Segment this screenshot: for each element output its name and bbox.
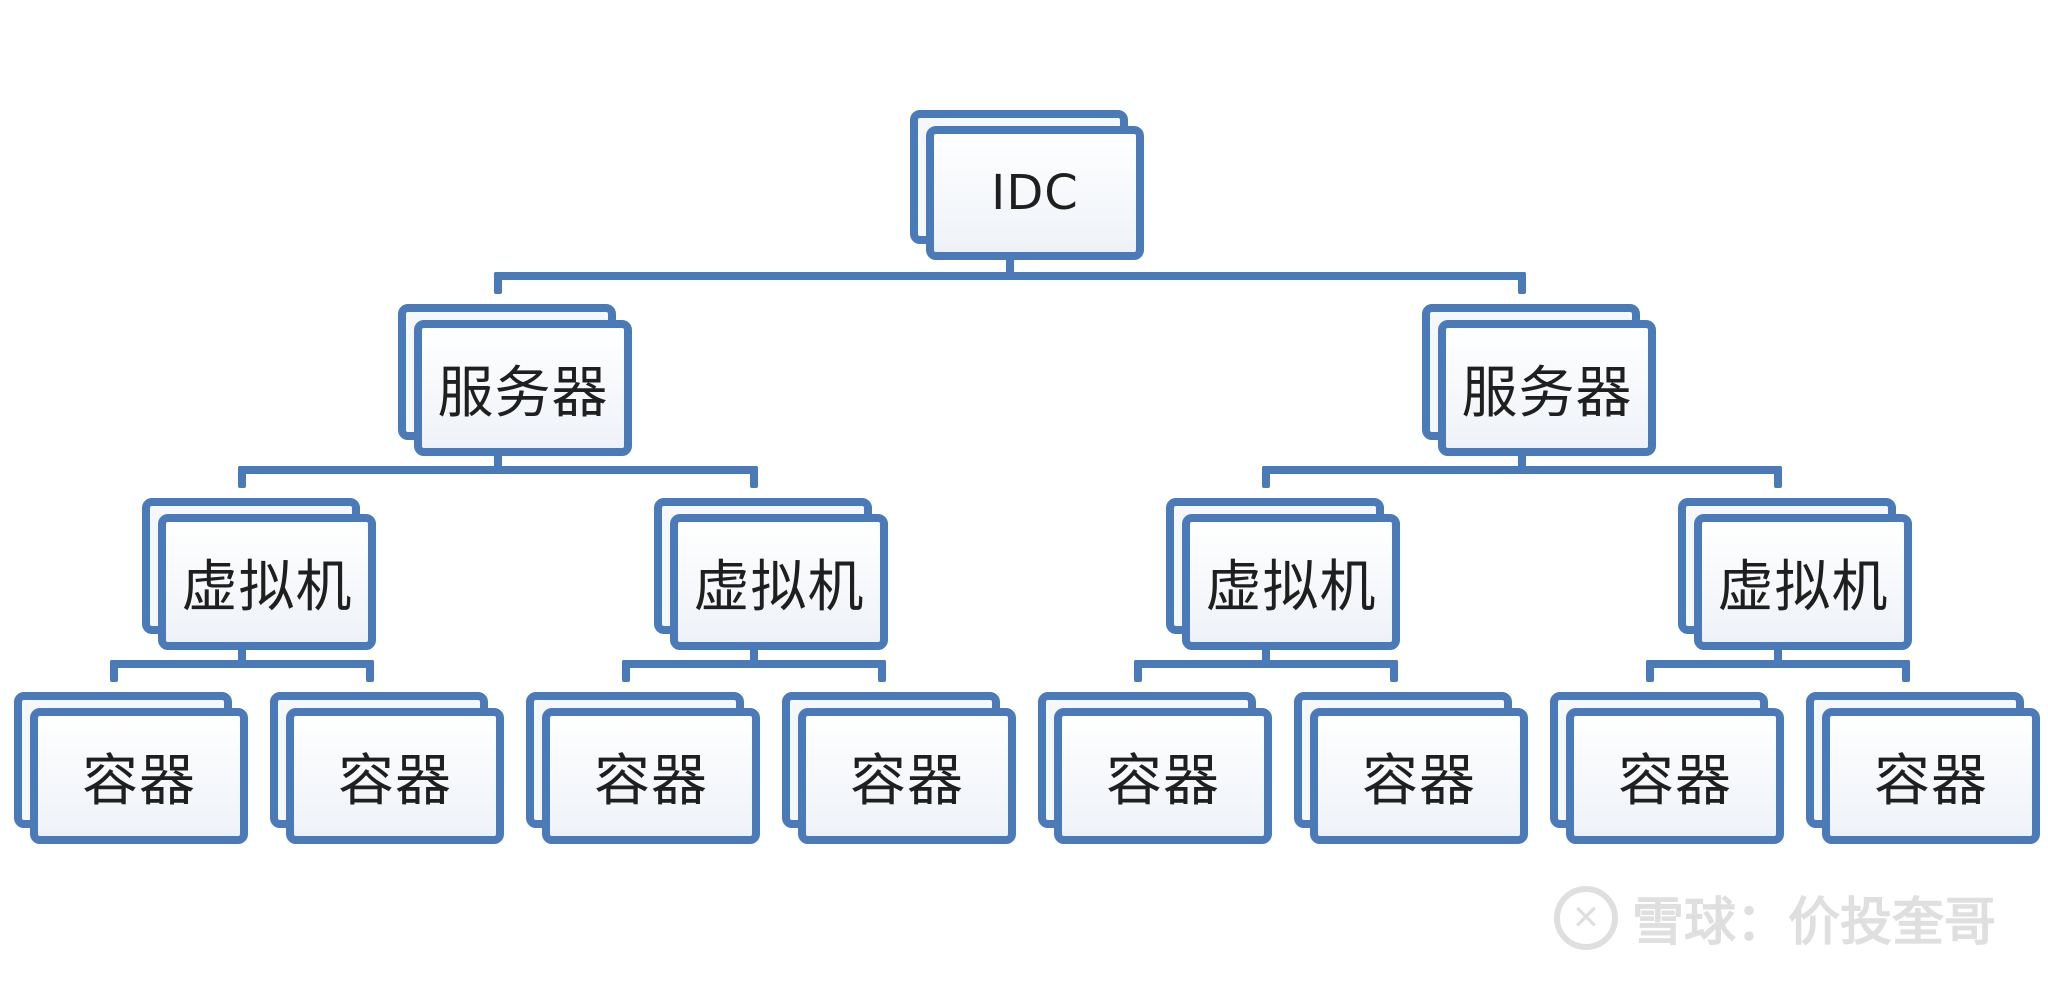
node-label: 虚拟机 [1694, 514, 1912, 650]
watermark: ✕ 雪球：价投奎哥 [1553, 880, 1996, 955]
node-label: 虚拟机 [1182, 514, 1400, 650]
connector [1262, 466, 1270, 488]
connector [1774, 648, 1782, 668]
node-label: 容器 [286, 708, 504, 844]
connector [1518, 452, 1526, 474]
connector [1774, 466, 1782, 488]
connector [1262, 648, 1270, 668]
connector [1006, 258, 1014, 278]
connector [238, 466, 758, 474]
node-label: 容器 [30, 708, 248, 844]
container-node: 容器 [782, 692, 1016, 844]
node-label: 容器 [1054, 708, 1272, 844]
connector [1134, 660, 1142, 682]
node-label: 容器 [798, 708, 1016, 844]
container-node: 容器 [270, 692, 504, 844]
connector [238, 466, 246, 488]
container-node: 容器 [1038, 692, 1272, 844]
connector [1390, 660, 1398, 682]
idc-node: IDC [910, 110, 1144, 260]
connector [1646, 660, 1910, 668]
node-label: 虚拟机 [670, 514, 888, 650]
connector [878, 660, 886, 682]
container-node: 容器 [1550, 692, 1784, 844]
container-node: 容器 [1806, 692, 2040, 844]
connector [1646, 660, 1654, 682]
node-label: 服务器 [1438, 320, 1656, 456]
connector [110, 660, 374, 668]
node-label: 容器 [1822, 708, 2040, 844]
server-node: 服务器 [398, 304, 632, 456]
node-label: IDC [926, 126, 1144, 260]
connector [1262, 466, 1782, 474]
watermark-text: 雪球：价投奎哥 [1631, 893, 1996, 953]
server-node: 服务器 [1422, 304, 1656, 456]
container-node: 容器 [1294, 692, 1528, 844]
connector [1518, 272, 1526, 294]
vm-node: 虚拟机 [654, 498, 888, 650]
node-label: 容器 [542, 708, 760, 844]
node-label: 容器 [1310, 708, 1528, 844]
node-label: 虚拟机 [158, 514, 376, 650]
vm-node: 虚拟机 [142, 498, 376, 650]
node-label: 服务器 [414, 320, 632, 456]
snowball-logo-icon: ✕ [1553, 885, 1618, 950]
connector [750, 648, 758, 668]
connector [622, 660, 630, 682]
connector [494, 272, 1526, 280]
connector [750, 466, 758, 488]
connector [366, 660, 374, 682]
container-node: 容器 [526, 692, 760, 844]
connector [1134, 660, 1398, 668]
container-node: 容器 [14, 692, 248, 844]
connector [494, 272, 502, 294]
node-label: 容器 [1566, 708, 1784, 844]
connector [622, 660, 886, 668]
connector [110, 660, 118, 682]
connector [494, 452, 502, 474]
vm-node: 虚拟机 [1678, 498, 1912, 650]
connector [1902, 660, 1910, 682]
vm-node: 虚拟机 [1166, 498, 1400, 650]
connector [238, 648, 246, 668]
